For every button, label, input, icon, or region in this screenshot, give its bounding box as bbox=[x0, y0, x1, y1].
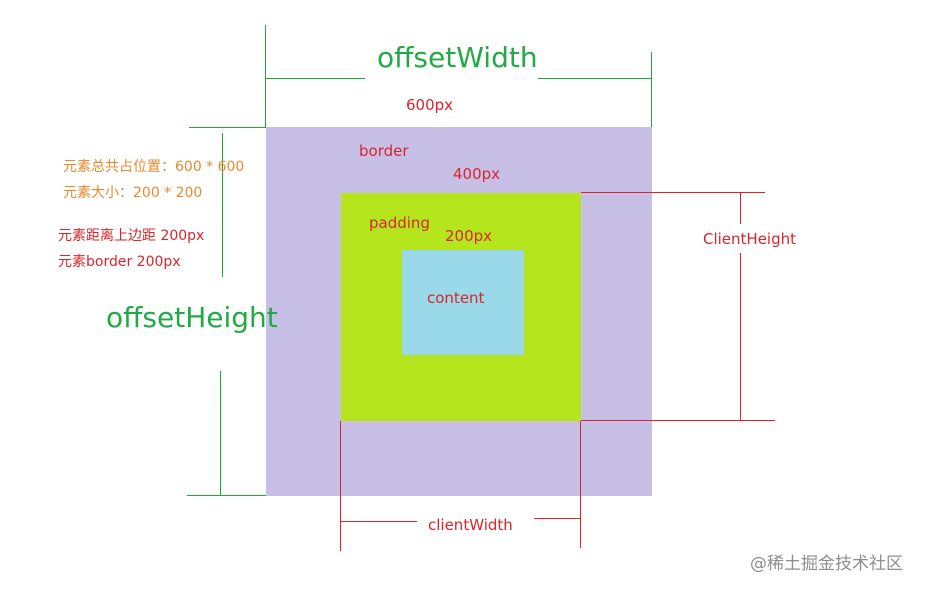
offset-height-line-bottom bbox=[220, 371, 221, 495]
offset-width-line-left bbox=[265, 78, 365, 79]
offset-width-line-right bbox=[538, 78, 652, 79]
note-size: 元素大小：200 * 200 bbox=[63, 185, 203, 201]
padding-label: padding bbox=[369, 214, 430, 232]
client-width-line-left bbox=[341, 521, 417, 522]
offset-height-line-top bbox=[222, 133, 223, 277]
offset-height-bottom-tick bbox=[187, 495, 266, 496]
note-border-size: 元素border 200px bbox=[58, 254, 181, 270]
offset-width-right-tick bbox=[651, 52, 652, 127]
offset-height-top-tick bbox=[189, 127, 266, 128]
content-region bbox=[402, 250, 524, 355]
offset-width-left-tick bbox=[265, 25, 266, 127]
content-label: content bbox=[427, 289, 485, 307]
client-height-line-top bbox=[740, 193, 741, 224]
offset-width-label: offsetWidth bbox=[377, 41, 538, 74]
border-label: border bbox=[359, 142, 409, 160]
client-height-bottom-tick bbox=[581, 420, 775, 421]
client-height-top-tick bbox=[581, 192, 765, 193]
client-width-left-tick bbox=[340, 421, 341, 551]
offset-height-label: offsetHeight bbox=[106, 301, 278, 334]
width-400-label: 400px bbox=[453, 165, 501, 183]
watermark: @稀土掘金技术社区 bbox=[750, 554, 903, 574]
client-height-line-bottom bbox=[740, 253, 741, 420]
client-width-line-right bbox=[534, 518, 580, 519]
note-total-space: 元素总共占位置：600 * 600 bbox=[63, 159, 245, 175]
client-width-right-tick bbox=[580, 421, 581, 548]
client-width-label: clientWidth bbox=[428, 516, 513, 534]
note-top-distance: 元素距离上边距 200px bbox=[58, 228, 205, 244]
width-600-label: 600px bbox=[406, 96, 454, 114]
client-height-label: ClientHeight bbox=[703, 230, 797, 248]
width-200-label: 200px bbox=[445, 227, 493, 245]
